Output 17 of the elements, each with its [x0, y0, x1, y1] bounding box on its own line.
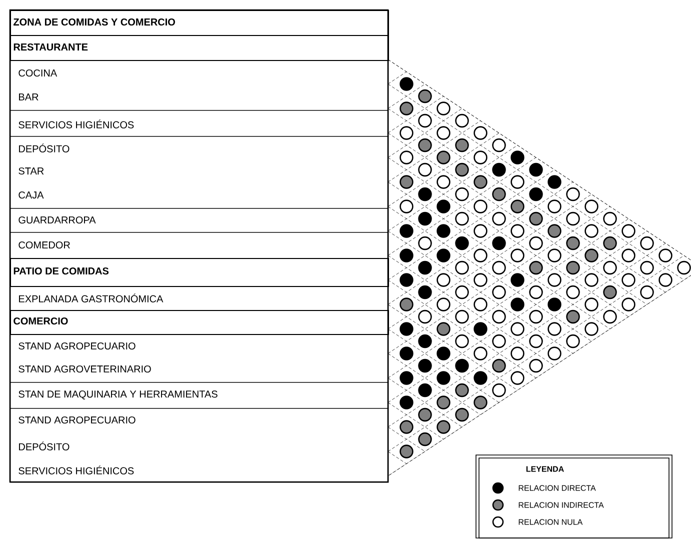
table-row: GUARDARROPA [10, 208, 389, 233]
table-row: COCINA BAR [10, 60, 389, 111]
legend-label: RELACION DIRECTA [518, 485, 596, 491]
table-row: STAN DE MAQUINARIA Y HERRAMIENTAS [10, 382, 389, 409]
section-header: ZONA DE COMIDAS Y COMERCIO [10, 10, 389, 36]
section-header: RESTAURANTE [10, 35, 389, 61]
table-row: EXPLANADA GASTRONÓMICA [10, 286, 389, 311]
table-row: STAND AGROPECUARIO DEPÓSITO SERVICIOS HIGIÉNICOS [10, 408, 389, 483]
table-row: DEPÓSITO STAR CAJA [10, 136, 389, 209]
legend-label: RELACION NULA [518, 519, 583, 525]
table-row: SERVICIOS HIGIÉNICOS [10, 110, 389, 137]
table-row: COMEDOR [10, 232, 389, 259]
legend-title: LEYENDA [526, 466, 564, 472]
section-header: COMERCIO [10, 310, 389, 335]
section-header: PATIO DE COMIDAS [10, 258, 389, 287]
table-row: STAND AGROPECUARIO STAND AGROVETERINARIO [10, 334, 389, 383]
legend-label: RELACION INDIRECTA [518, 502, 604, 508]
